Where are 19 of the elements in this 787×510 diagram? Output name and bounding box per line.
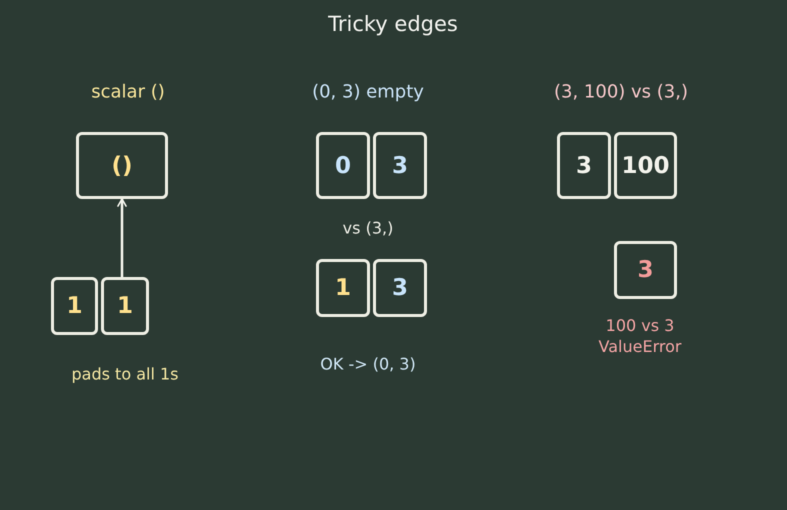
dimension-box: 1 [316,259,370,317]
dimension-box: () [76,132,168,199]
dimension-box: 3 [373,259,427,317]
column-heading: (0, 3) empty [312,82,424,102]
error-text: 100 vs 3 ValueError [598,315,682,357]
dimension-box: 1 [51,277,98,335]
column-heading: scalar () [91,82,165,102]
dimension-box: 3 [614,241,677,299]
note-text: pads to all 1s [72,364,178,384]
dimension-box: 100 [614,132,677,199]
diagram-title: Tricky edges [328,12,458,36]
dimension-box: 3 [373,132,427,199]
dimension-box: 0 [316,132,370,199]
column-heading: (3, 100) vs (3,) [554,82,688,102]
comparison-text: vs (3,) [342,218,394,238]
result-text: OK -> (0, 3) [320,354,416,374]
dimension-box: 3 [557,132,611,199]
dimension-box: 1 [101,277,149,335]
arrow [117,198,127,277]
